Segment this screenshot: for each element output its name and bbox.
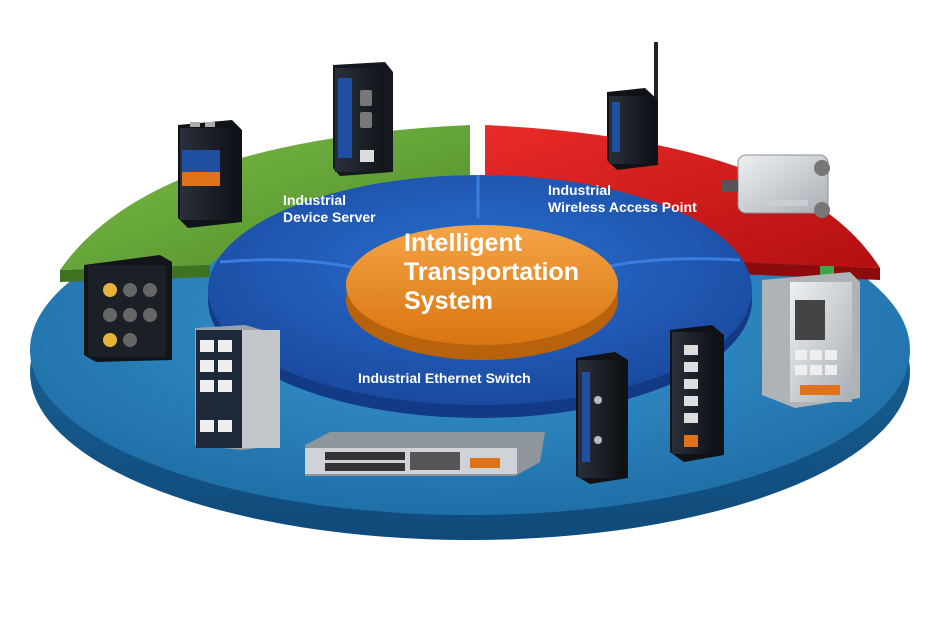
separator-right — [599, 257, 741, 270]
label-device-server-line2: Device Server — [283, 209, 376, 225]
device-server-unit-1 — [178, 120, 242, 228]
segment-wireless-ap — [485, 125, 880, 268]
ethernet-switch-unit-6 — [762, 266, 860, 408]
wireless-ap-unit-1 — [607, 42, 658, 170]
center-disc — [346, 225, 618, 360]
ethernet-switch-unit-1 — [84, 255, 172, 362]
ethernet-switch-unit-4 — [576, 352, 628, 484]
center-disc-top — [346, 225, 618, 345]
label-ethernet-switch: Industrial Ethernet Switch — [358, 370, 531, 386]
center-title-line3: System — [404, 287, 493, 315]
center-title-line2: Transportation — [404, 258, 579, 286]
ethernet-switch-unit-2 — [195, 325, 280, 450]
wireless-ap-unit-2 — [722, 154, 830, 218]
ethernet-switch-unit-3 — [305, 432, 545, 476]
label-wireless-ap-line2: Wireless Access Point — [548, 199, 697, 215]
label-device-server-line1: Industrial — [283, 192, 346, 208]
center-title-line1: Intelligent — [404, 229, 523, 257]
separator-left — [219, 258, 366, 272]
label-wireless-ap-line1: Industrial — [548, 182, 611, 198]
ethernet-switch-unit-5 — [670, 325, 724, 462]
device-server-unit-2 — [333, 62, 393, 176]
